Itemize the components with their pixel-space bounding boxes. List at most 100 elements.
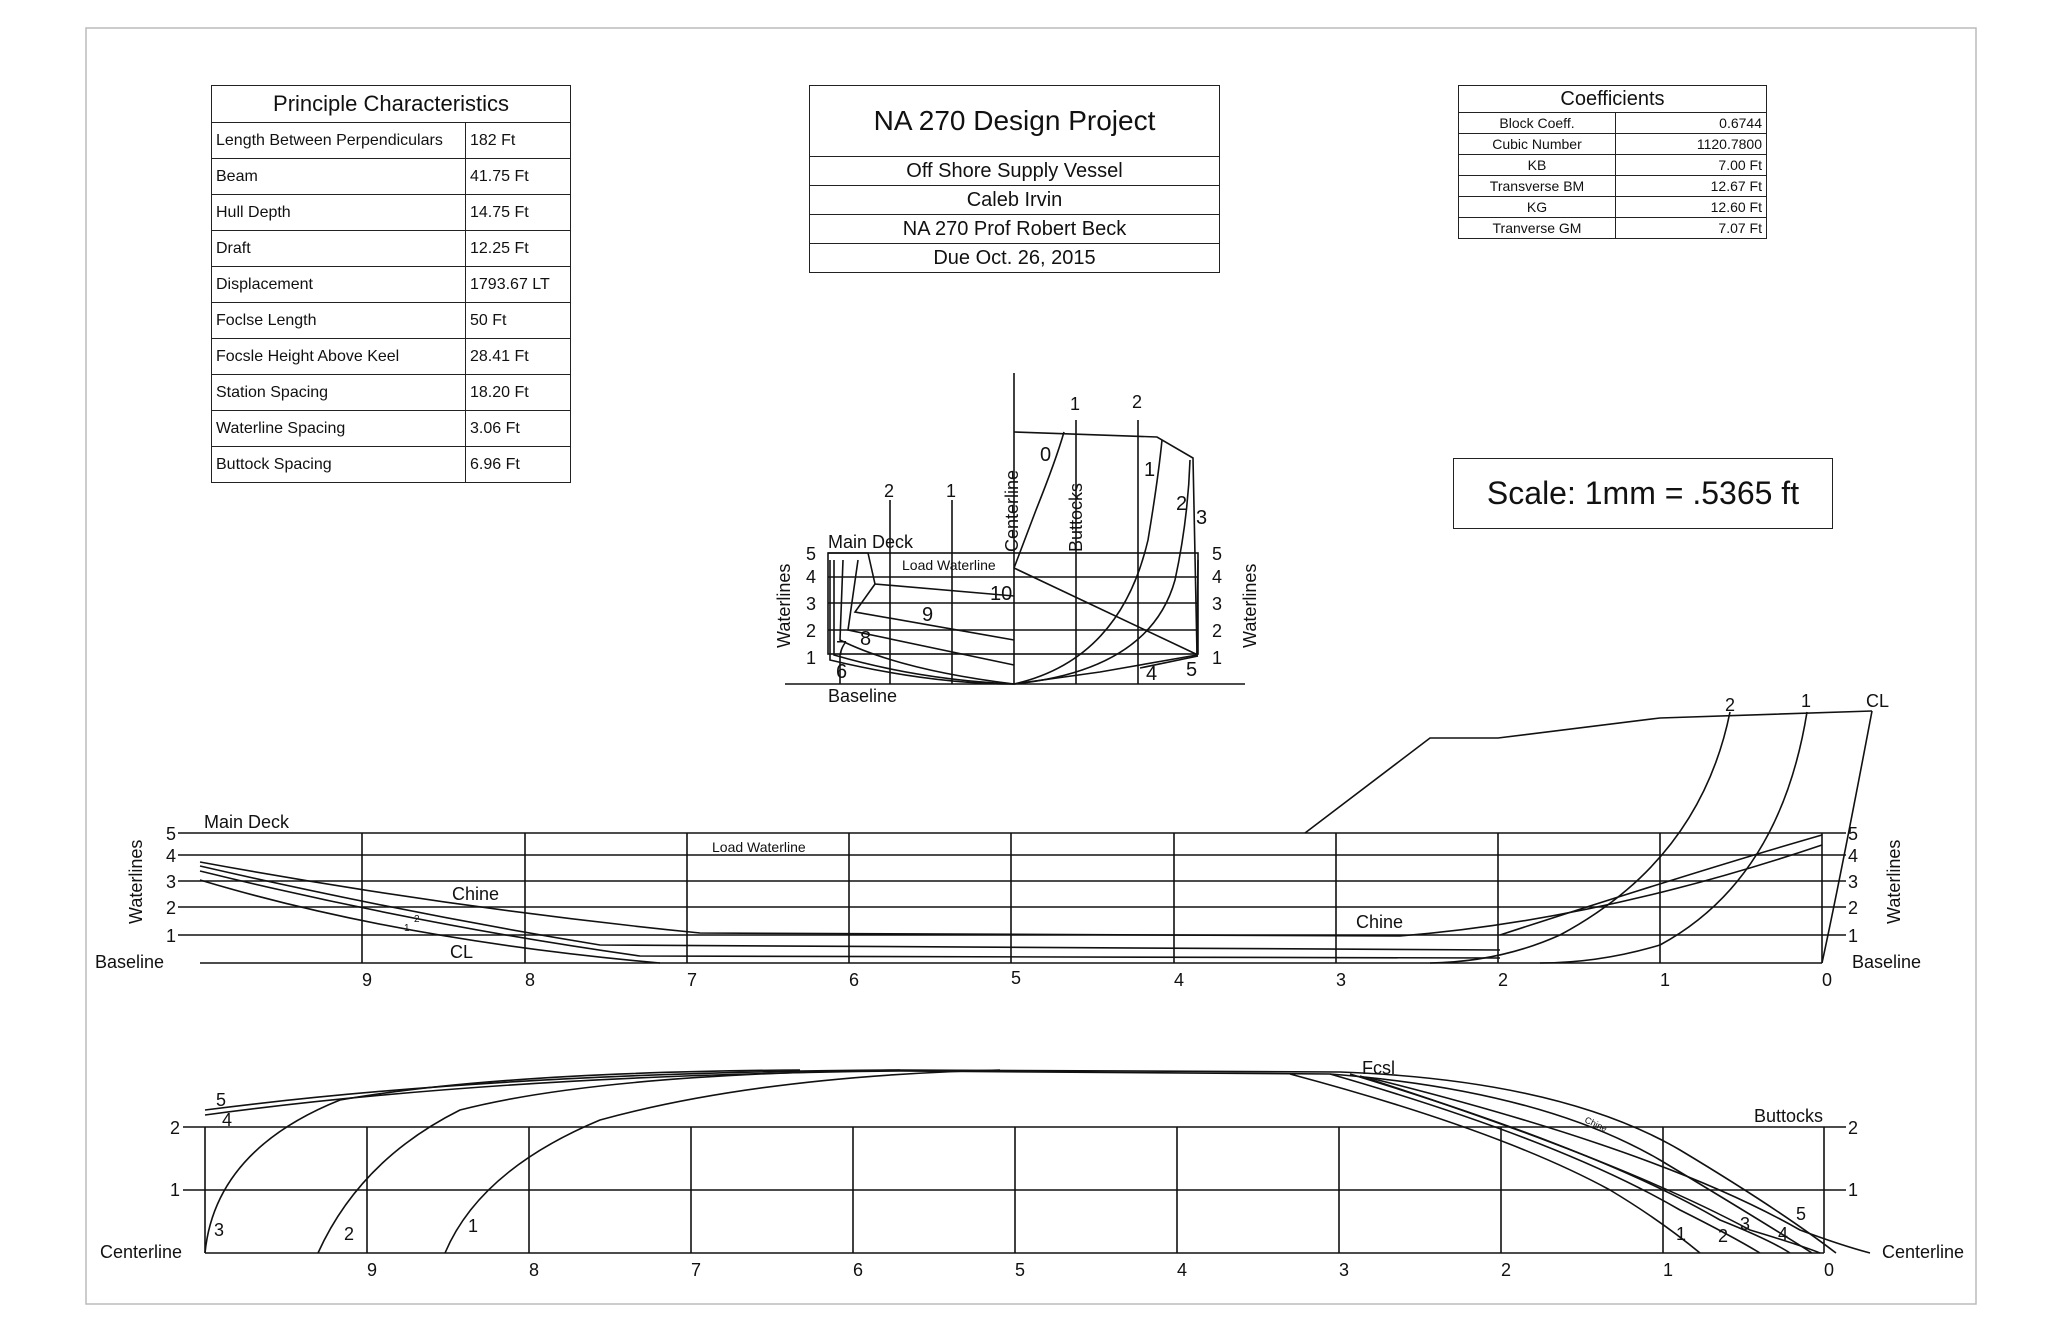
hb-fwd-label-3: 3 <box>1740 1214 1750 1234</box>
project-title-block: NA 270 Design Project Off Shore Supply V… <box>809 85 1220 273</box>
principle-label: Foclse Length <box>211 302 466 339</box>
principle-label: Displacement <box>211 266 466 303</box>
principle-value: 182 Ft <box>465 122 571 159</box>
profile-wl-left-3: 3 <box>166 872 176 892</box>
table-row: Due Oct. 26, 2015 <box>809 243 1220 273</box>
body-plan-wl-left-1: 1 <box>806 648 816 668</box>
profile-main-deck-label: Main Deck <box>204 812 290 832</box>
half-breadth-view <box>183 1069 1871 1254</box>
profile-focsle-sheer <box>1304 710 1873 834</box>
hb-centerline-right-label: Centerline <box>1882 1242 1964 1262</box>
scale-text: Scale: 1mm = .5365 ft <box>1486 475 1800 511</box>
body-plan-station-10: 10 <box>990 583 1012 605</box>
body-plan-station-7: 7 <box>836 638 847 660</box>
profile-aft-small-2: 2 <box>414 914 420 925</box>
coefficient-label: Transverse BM <box>1458 175 1616 197</box>
body-plan-waterlines-right-label: Waterlines <box>1240 564 1260 648</box>
principle-label: Focsle Height Above Keel <box>211 338 466 375</box>
project-author: Caleb Irvin <box>809 185 1220 215</box>
coefficient-label: KB <box>1458 154 1616 176</box>
hb-station-9: 9 <box>367 1260 377 1280</box>
hb-deck-outline-5 <box>204 1069 1837 1254</box>
hb-aft-label-2: 2 <box>344 1224 354 1244</box>
coefficient-value: 0.6744 <box>1615 112 1767 134</box>
profile-wl-right-2: 2 <box>1848 898 1858 918</box>
coefficients-title: Coefficients <box>1458 85 1767 113</box>
hb-station-0: 0 <box>1824 1260 1834 1280</box>
principle-value: 50 Ft <box>465 302 571 339</box>
profile-station-1: 1 <box>1660 970 1670 990</box>
profile-chine-curve <box>199 844 1823 937</box>
profile-wl-left-2: 2 <box>166 898 176 918</box>
profile-cl-label: CL <box>450 942 473 962</box>
body-plan-wl-left-2: 2 <box>806 621 816 641</box>
body-plan-centerline-label: Centerline <box>1002 470 1022 552</box>
scale-box: Scale: 1mm = .5365 ft <box>1453 458 1833 529</box>
principle-label: Hull Depth <box>211 194 466 231</box>
profile-waterlines-right-label: Waterlines <box>1884 840 1904 924</box>
profile-baseline-left-label: Baseline <box>95 952 164 972</box>
body-plan-wl-right-4: 4 <box>1212 567 1222 587</box>
profile-wl-left-5: 5 <box>166 824 176 844</box>
coefficient-label: Block Coeff. <box>1458 112 1616 134</box>
profile-bow-label-1: 1 <box>1801 691 1811 711</box>
profile-wl-left-1: 1 <box>166 926 176 946</box>
profile-bow-buttock-2 <box>1429 711 1731 964</box>
table-row: Block Coeff.0.6744 <box>1458 112 1767 134</box>
hb-aft-label-4: 4 <box>222 1110 232 1130</box>
body-plan-buttocks-label: Buttocks <box>1066 483 1086 552</box>
principle-value: 12.25 Ft <box>465 230 571 267</box>
hb-fwd-curve-4 <box>1359 1075 1821 1254</box>
body-plan-wl-left-3: 3 <box>806 594 816 614</box>
hb-fwd-label-4: 4 <box>1778 1224 1788 1244</box>
body-plan-station-0: 0 <box>1040 444 1051 466</box>
sheet-border <box>85 27 1977 1305</box>
project-course: NA 270 Prof Robert Beck <box>809 214 1220 244</box>
coefficient-value: 7.07 Ft <box>1615 217 1767 239</box>
body-plan-station-5: 5 <box>1186 659 1197 681</box>
body-plan-section-10 <box>853 583 1015 641</box>
principle-value: 1793.67 LT <box>465 266 571 303</box>
principle-label: Station Spacing <box>211 374 466 411</box>
hb-station-3: 3 <box>1339 1260 1349 1280</box>
profile-buttock-curve <box>199 865 1501 951</box>
coefficient-label: Cubic Number <box>1458 133 1616 155</box>
body-plan-station-8: 8 <box>860 628 871 650</box>
principle-label: Draft <box>211 230 466 267</box>
hb-buttock-2 <box>317 1069 901 1254</box>
hb-level-left-1: 1 <box>170 1180 180 1200</box>
body-plan <box>785 373 1245 685</box>
body-plan-baseline-label: Baseline <box>828 686 897 706</box>
coefficient-value: 7.00 Ft <box>1615 154 1767 176</box>
principle-label: Length Between Perpendiculars <box>211 122 466 159</box>
profile-buttock-curve <box>199 870 1501 959</box>
body-plan-section-3 <box>1013 559 1199 685</box>
project-title: NA 270 Design Project <box>809 85 1220 157</box>
principle-characteristics-table: Principle Characteristics Length Between… <box>211 85 571 483</box>
body-plan-station-6: 6 <box>836 661 847 683</box>
body-plan-station-2: 2 <box>1176 493 1187 515</box>
body-plan-buttock-right-1: 1 <box>1070 394 1080 414</box>
coefficient-value: 1120.7800 <box>1615 133 1767 155</box>
hb-station-4: 4 <box>1177 1260 1187 1280</box>
body-plan-main-deck-label: Main Deck <box>828 532 914 552</box>
hb-centerline-left-label: Centerline <box>100 1242 182 1262</box>
body-plan-section-9 <box>847 559 1015 666</box>
hb-station-5: 5 <box>1015 1260 1025 1280</box>
profile-wl-right-5: 5 <box>1848 824 1858 844</box>
hb-station-2: 2 <box>1501 1260 1511 1280</box>
profile-waterlines-left-label: Waterlines <box>126 840 146 924</box>
hb-station-1: 1 <box>1663 1260 1673 1280</box>
body-plan-section-4 <box>1013 567 1199 656</box>
profile-labels: Main Deck Load Waterline Chine Chine CL … <box>95 691 1921 990</box>
profile-wl-right-1: 1 <box>1848 926 1858 946</box>
profile-station-4: 4 <box>1174 970 1184 990</box>
hb-fwd-curve-1 <box>1289 1073 1701 1254</box>
